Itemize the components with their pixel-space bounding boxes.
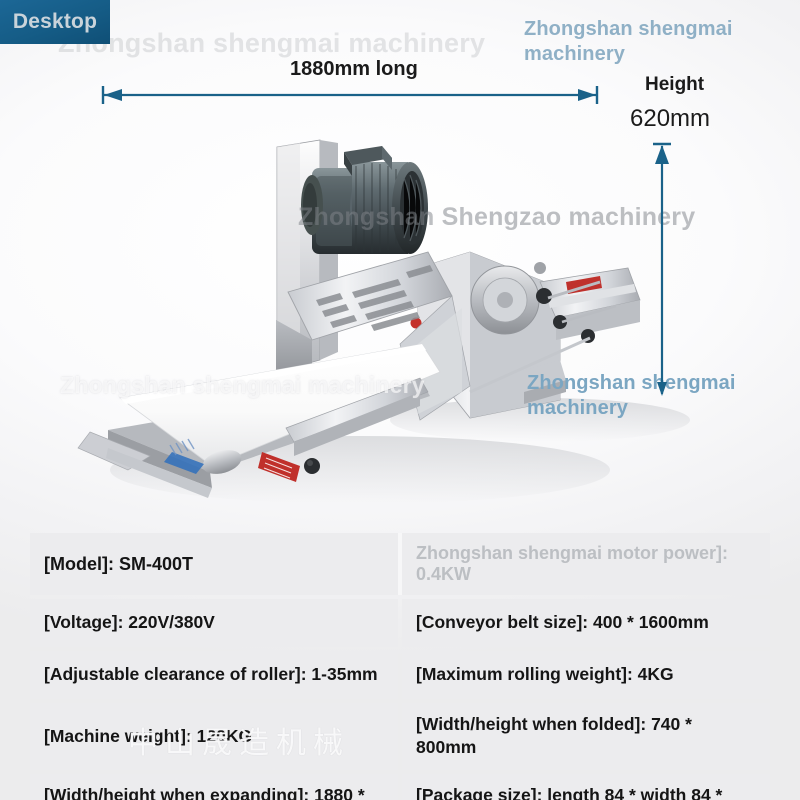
spec-cell-left: [Adjustable clearance of roller]: 1-35mm (30, 651, 398, 699)
height-dimension-arrow (653, 142, 671, 396)
column-divider (398, 533, 402, 595)
length-dimension-arrow (101, 86, 599, 104)
spec-model-cell: [Model]: SM-400T (44, 553, 194, 574)
desktop-badge: Desktop (0, 0, 110, 44)
spec-motor-power-cell: Zhongshan shengmai motor power]: 0.4KW (416, 543, 729, 584)
desktop-badge-label: Desktop (12, 10, 98, 33)
height-dimension-value: 620mm (630, 105, 711, 132)
spec-cell-left: [Voltage]: 220V/380V (30, 599, 398, 647)
height-dimension-title: Height (645, 74, 705, 95)
spec-cell-left: [Machine weight]: 120KG (30, 703, 398, 771)
spec-cell-right: [Maximum rolling weight]: 4KG (402, 651, 770, 699)
spec-cell-right: [Package size]: length 84 * width 84 * h… (402, 774, 770, 800)
specification-table: [Model]: SM-400T Zhongshan shengmai moto… (30, 533, 770, 800)
spec-cell-left: [Width/height when expanding]: 1880 * 62… (30, 774, 398, 800)
length-dimension-label: 1880mm long (290, 58, 418, 80)
spec-cell-right: [Width/height when folded]: 740 * 800mm (402, 703, 770, 771)
spec-cell-right: [Conveyor belt size]: 400 * 1600mm (402, 599, 770, 647)
table-row: [Model]: SM-400T Zhongshan shengmai moto… (30, 533, 770, 595)
